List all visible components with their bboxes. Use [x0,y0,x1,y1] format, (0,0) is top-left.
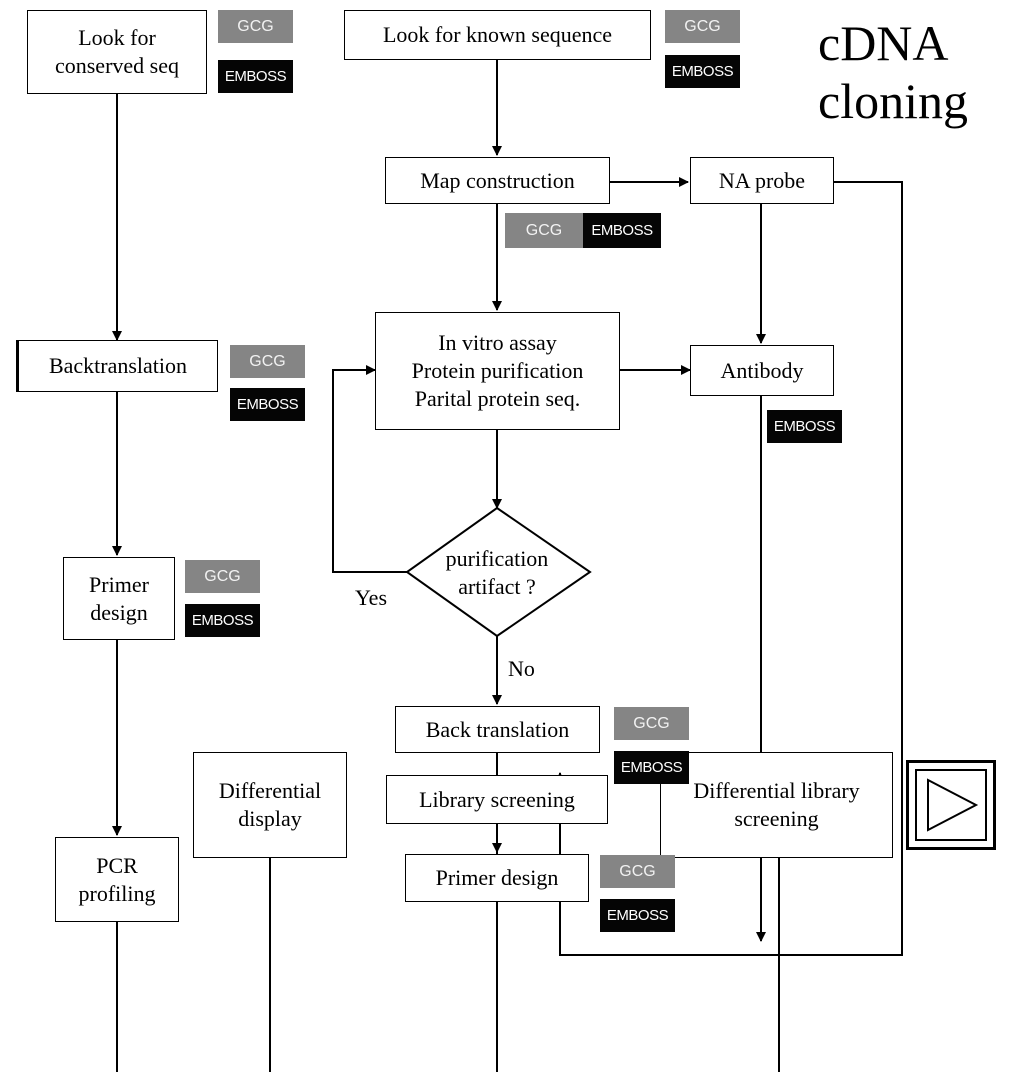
box-antibody: Antibody [690,345,834,396]
box-pcr-profiling: PCR profiling [55,837,179,922]
box-look-for-conserved-seq: Look for conserved seq [27,10,207,94]
tag-gcg-backtranslation: GCG [230,345,305,378]
tag-gcg-primer-mid: GCG [600,855,675,888]
label-no: No [508,656,535,681]
decision-diamond [405,506,592,638]
next-button-frame [915,769,987,841]
box-differential-library-screening: Differential library screening [660,752,893,858]
tag-gcg-map: GCG [505,213,583,248]
next-slide-button[interactable] [906,760,996,850]
tag-emboss-conserved: EMBOSS [218,60,293,93]
box-library-screening: Library screening [386,775,608,824]
tag-emboss-primer-mid: EMBOSS [600,899,675,932]
play-icon [927,778,979,832]
tag-emboss-map: EMBOSS [583,213,661,248]
box-map-construction: Map construction [385,157,610,204]
box-primer-design-mid: Primer design [405,854,589,902]
arrow-yes-loop [332,365,407,573]
tag-gcg-conserved: GCG [218,10,293,43]
tag-emboss-antibody: EMBOSS [767,410,842,443]
decision-purification-artifact: purification artifact ? [445,546,549,599]
tag-emboss-backtrans-mid: EMBOSS [614,751,689,784]
box-in-vitro-assay: In vitro assay Protein purification Pari… [375,312,620,430]
tag-gcg-primer-left: GCG [185,560,260,593]
box-na-probe: NA probe [690,157,834,204]
slide-title: cDNA cloning [818,15,968,129]
box-back-translation: Back translation [395,706,600,753]
box-look-for-known-sequence: Look for known sequence [344,10,651,60]
tag-emboss-backtranslation: EMBOSS [230,388,305,421]
tag-gcg-backtrans-mid: GCG [614,707,689,740]
box-differential-display: Differential display [193,752,347,858]
box-backtranslation: Backtranslation [16,340,218,392]
label-yes: Yes [355,585,388,610]
box-primer-design-left: Primer design [63,557,175,640]
tag-emboss-known: EMBOSS [665,55,740,88]
tag-gcg-known: GCG [665,10,740,43]
tag-emboss-primer-left: EMBOSS [185,604,260,637]
